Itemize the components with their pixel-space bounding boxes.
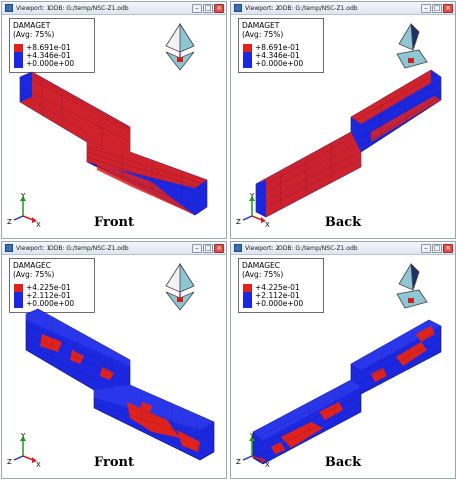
minimize-button[interactable]: –: [192, 4, 202, 13]
legend-variable: DAMAGET: [13, 21, 51, 30]
axis-y-label: Y: [249, 192, 255, 200]
view-orientation-icon[interactable]: [389, 262, 429, 312]
legend-swatch-blue: [14, 292, 23, 300]
beam-model-damagec-front[interactable]: [2, 242, 227, 479]
beam-model-damaget-front[interactable]: [2, 2, 227, 239]
minimize-button[interactable]: –: [421, 4, 431, 13]
viewport-titlebar[interactable]: Viewport: 1 ODB: G:/temp/NSC-Z1.odb – □ …: [2, 242, 226, 255]
view-label: Front: [94, 455, 134, 470]
legend-value: +0.000e+00: [255, 59, 304, 68]
viewport-app-icon: [5, 244, 13, 252]
viewport-titlebar[interactable]: Viewport: 2 ODB: G:/temp/NSC-Z1.odb – □ …: [231, 2, 455, 15]
maximize-button[interactable]: □: [203, 4, 213, 13]
viewport-titlebar[interactable]: Viewport: 2 ODB: G:/temp/NSC-Z1.odb – □ …: [231, 242, 455, 255]
legend-averaging: (Avg: 75%): [13, 270, 55, 279]
axis-z-label: Z: [7, 458, 12, 466]
legend-swatch-blue: [14, 52, 23, 60]
legend-swatch-blue: [243, 300, 252, 308]
legend-value: +4.225e-01: [26, 283, 71, 292]
viewport-name: Viewport: 1: [16, 5, 51, 12]
viewport-name: Viewport: 2: [245, 245, 280, 252]
viewport-app-icon: [234, 4, 242, 12]
legend-variable: DAMAGEC: [242, 261, 281, 270]
view-label: Back: [324, 215, 362, 230]
axis-y-label: Y: [20, 432, 26, 440]
view-orientation-icon[interactable]: [389, 22, 429, 72]
legend-swatch-blue: [243, 60, 252, 68]
legend-value: +0.000e+00: [255, 299, 304, 308]
axis-x-label: X: [265, 221, 270, 228]
view-orientation-icon[interactable]: [162, 22, 198, 72]
legend-value: +4.346e-01: [255, 51, 300, 60]
legend-swatch-blue: [14, 60, 23, 68]
view-orientation-icon[interactable]: [162, 262, 198, 312]
legend-value: +8.691e-01: [26, 43, 71, 52]
legend-value: +2.112e-01: [255, 291, 300, 300]
odb-path: ODB: G:/temp/NSC-Z1.odb: [49, 5, 129, 12]
legend-swatch-blue: [243, 52, 252, 60]
legend-swatch-red: [243, 284, 252, 292]
axis-triad: Y Z X: [236, 432, 270, 468]
axis-x-label: X: [36, 221, 41, 228]
legend-swatch-blue: [14, 300, 23, 308]
maximize-button[interactable]: □: [203, 244, 213, 253]
odb-path: ODB: G:/temp/NSC-Z1.odb: [278, 245, 358, 252]
legend-value: +8.691e-01: [255, 43, 300, 52]
contour-legend: DAMAGEC (Avg: 75%) +4.225e-01 +2.112e-01…: [9, 258, 95, 313]
legend-swatch-blue: [243, 292, 252, 300]
close-button[interactable]: ×: [214, 244, 224, 253]
viewport-name: Viewport: 2: [245, 5, 280, 12]
axis-z-label: Z: [236, 458, 241, 466]
maximize-button[interactable]: □: [432, 244, 442, 253]
viewport-1-damaget-front[interactable]: Viewport: 1 ODB: G:/temp/NSC-Z1.odb – □ …: [1, 1, 227, 239]
contour-legend: DAMAGET (Avg: 75%) +8.691e-01 +4.346e-01…: [9, 18, 95, 73]
legend-swatch-red: [14, 284, 23, 292]
viewport-name: Viewport: 1: [16, 245, 51, 252]
viewport-app-icon: [5, 4, 13, 12]
odb-path: ODB: G:/temp/NSC-Z1.odb: [49, 245, 129, 252]
viewport-3-damagec-front[interactable]: Viewport: 1 ODB: G:/temp/NSC-Z1.odb – □ …: [1, 241, 227, 479]
legend-variable: DAMAGET: [242, 21, 280, 30]
close-button[interactable]: ×: [214, 4, 224, 13]
minimize-button[interactable]: –: [421, 244, 431, 253]
legend-value: +2.112e-01: [26, 291, 71, 300]
close-button[interactable]: ×: [443, 244, 453, 253]
contour-legend: DAMAGEC (Avg: 75%) +4.225e-01 +2.112e-01…: [238, 258, 324, 313]
viewport-2-damaget-back[interactable]: Viewport: 2 ODB: G:/temp/NSC-Z1.odb – □ …: [230, 1, 456, 239]
legend-averaging: (Avg: 75%): [13, 30, 55, 39]
view-label: Back: [324, 455, 362, 470]
axis-triad: Y Z X: [7, 432, 41, 468]
viewport-titlebar[interactable]: Viewport: 1 ODB: G:/temp/NSC-Z1.odb – □ …: [2, 2, 226, 15]
axis-z-label: Z: [236, 218, 241, 226]
viewport-app-icon: [234, 244, 242, 252]
beam-model-damagec-back[interactable]: [231, 242, 456, 479]
close-button[interactable]: ×: [443, 4, 453, 13]
legend-value: +0.000e+00: [26, 59, 75, 68]
legend-averaging: (Avg: 75%): [242, 270, 284, 279]
legend-value: +4.346e-01: [26, 51, 71, 60]
axis-x-label: X: [265, 461, 270, 468]
legend-value: +0.000e+00: [26, 299, 75, 308]
axis-y-label: Y: [249, 432, 255, 440]
axis-x-label: X: [36, 461, 41, 468]
axis-y-label: Y: [20, 192, 26, 200]
beam-model-damaget-back[interactable]: [231, 2, 456, 239]
legend-averaging: (Avg: 75%): [242, 30, 284, 39]
legend-variable: DAMAGEC: [13, 261, 52, 270]
viewport-4-damagec-back[interactable]: Viewport: 2 ODB: G:/temp/NSC-Z1.odb – □ …: [230, 241, 456, 479]
legend-swatch-red: [243, 44, 252, 52]
odb-path: ODB: G:/temp/NSC-Z1.odb: [278, 5, 358, 12]
axis-z-label: Z: [7, 218, 12, 226]
contour-legend: DAMAGET (Avg: 75%) +8.691e-01 +4.346e-01…: [238, 18, 324, 73]
maximize-button[interactable]: □: [432, 4, 442, 13]
view-label: Front: [94, 215, 134, 230]
axis-triad: Y Z X: [236, 192, 270, 228]
legend-value: +4.225e-01: [255, 283, 300, 292]
minimize-button[interactable]: –: [192, 244, 202, 253]
legend-swatch-red: [14, 44, 23, 52]
axis-triad: Y Z X: [7, 192, 41, 228]
